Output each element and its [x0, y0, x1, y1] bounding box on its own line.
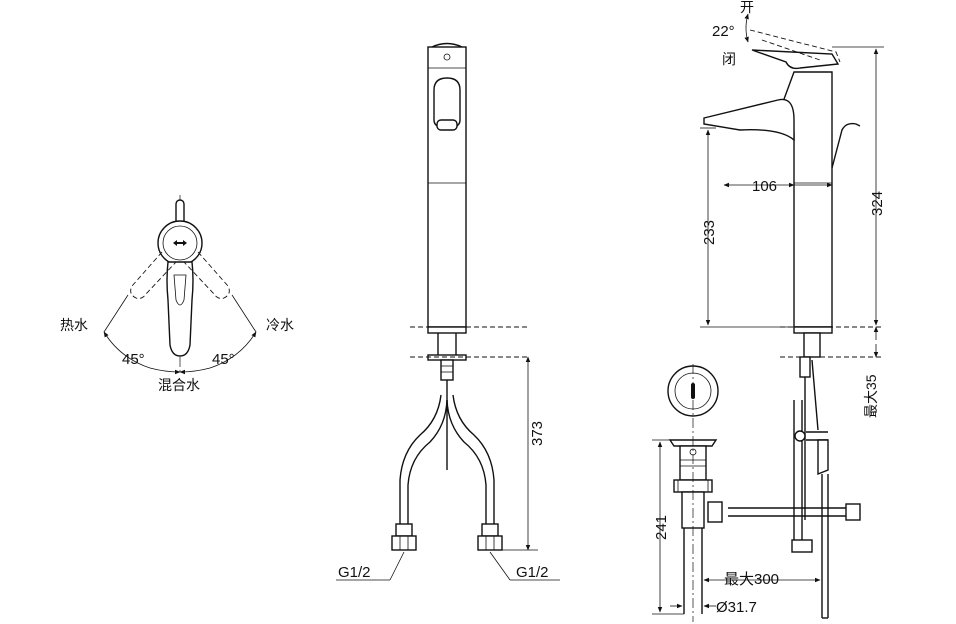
- faucet-front-view: 373 G1/2 G1/2: [336, 42, 560, 581]
- spout-reach-dimension: 106: [752, 178, 777, 195]
- drain-height-dimension: 241: [653, 515, 670, 540]
- lever-open-label: 开: [740, 0, 754, 15]
- max-length-dimension: 最大300: [724, 571, 779, 588]
- cold-water-label: 冷水: [266, 317, 294, 333]
- lever-angle-label: 22°: [712, 23, 735, 40]
- spout-height-dimension: 233: [701, 220, 718, 245]
- front-height-dimension: 373: [529, 421, 546, 446]
- max-thickness-dimension: 最大35: [863, 374, 879, 418]
- thread-right-label: G1/2: [516, 564, 549, 581]
- mixed-water-label: 混合水: [158, 377, 200, 393]
- total-height-dimension: 324: [869, 191, 886, 216]
- handle-top-view: 热水 冷水 45° 45° 混合水: [60, 195, 294, 393]
- drain-view: 241 最大300 Ø31.7: [652, 364, 821, 622]
- angle-left-label: 45°: [122, 351, 145, 368]
- thread-left-label: G1/2: [338, 564, 371, 581]
- lever-closed-label: 闭: [722, 51, 736, 67]
- hot-water-label: 热水: [60, 317, 88, 333]
- angle-right-label: 45°: [212, 351, 235, 368]
- faucet-side-view: 开 22° 闭 106 233 324 最大35: [700, 0, 886, 619]
- pipe-diameter-dimension: Ø31.7: [716, 599, 757, 616]
